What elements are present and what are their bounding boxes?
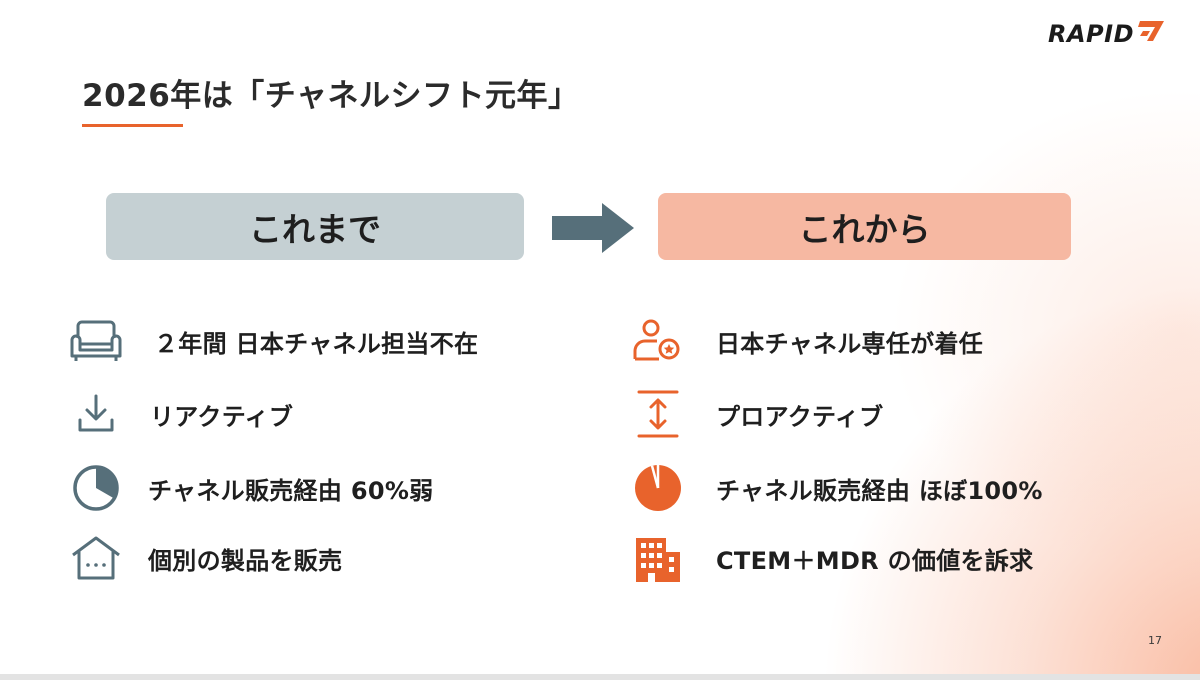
before-item-4-label: 個別の製品を販売 xyxy=(148,546,343,575)
after-header-box: これから xyxy=(658,193,1071,260)
before-item-1: ２年間 日本チャネル担当不在 xyxy=(68,315,478,367)
building-icon xyxy=(630,532,686,584)
pie-chart-full-icon xyxy=(630,462,686,514)
after-item-3-label: チャネル販売経由 ほぼ100% xyxy=(716,476,1043,505)
right-arrow-icon xyxy=(552,203,634,253)
bottom-bar xyxy=(0,674,1200,680)
after-item-2: プロアクティブ xyxy=(630,388,883,440)
logo-seven-mark xyxy=(1136,19,1166,49)
before-header-box: これまで xyxy=(106,193,524,260)
logo-text: RAPID xyxy=(1048,20,1134,48)
download-icon xyxy=(68,388,124,440)
expand-vertical-icon xyxy=(630,388,686,440)
before-item-4: 個別の製品を販売 xyxy=(68,532,342,584)
before-item-3: チャネル販売経由 60%弱 xyxy=(68,462,433,514)
page-number: 17 xyxy=(1148,634,1162,647)
house-icon xyxy=(68,532,124,584)
before-item-2-label: リアクティブ xyxy=(150,402,294,431)
after-item-4-label: CTEM＋MDR の価値を訴求 xyxy=(716,546,1034,575)
title-underline xyxy=(82,124,183,127)
sofa-icon xyxy=(68,315,124,367)
after-header-label: これから xyxy=(798,209,931,249)
before-header-label: これまで xyxy=(249,209,381,249)
after-item-1-label: 日本チャネル専任が着任 xyxy=(716,329,984,358)
person-award-icon xyxy=(630,315,686,367)
slide-title: 2026年は「チャネルシフト元年」 xyxy=(82,78,580,114)
before-item-1-label: ２年間 日本チャネル担当不在 xyxy=(154,329,479,358)
after-item-3: チャネル販売経由 ほぼ100% xyxy=(630,462,1043,514)
pie-chart-icon xyxy=(68,462,124,514)
before-item-3-label: チャネル販売経由 60%弱 xyxy=(148,476,434,505)
after-item-2-label: プロアクティブ xyxy=(716,402,884,431)
after-item-1: 日本チャネル専任が着任 xyxy=(630,315,983,367)
after-item-4: CTEM＋MDR の価値を訴求 xyxy=(630,532,1033,584)
before-item-2: リアクティブ xyxy=(68,388,293,440)
rapid7-logo: RAPID xyxy=(1048,20,1178,48)
